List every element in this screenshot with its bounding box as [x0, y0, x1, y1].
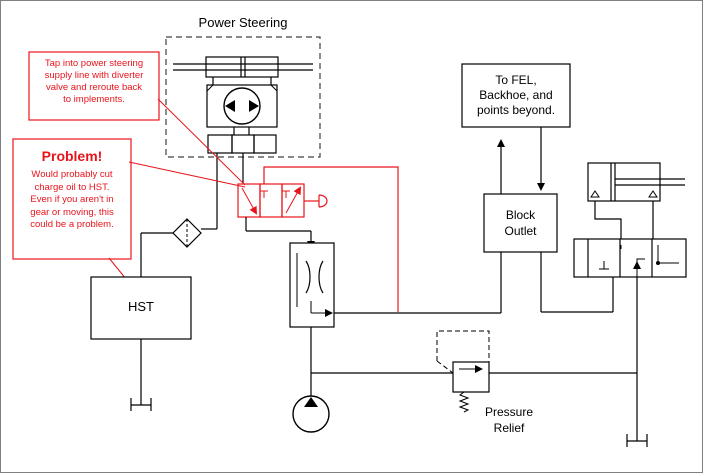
- fel-line: To FEL,: [495, 73, 537, 87]
- filter: [172, 218, 202, 248]
- fel-line: Backhoe, and: [479, 88, 553, 102]
- steering-motor: [206, 84, 278, 125]
- fel-box: [461, 63, 571, 128]
- problem-note-box: [12, 138, 132, 260]
- hst-tank: [130, 398, 152, 411]
- tap-note-text: Tap into power steering supply line with…: [30, 58, 158, 106]
- tap-note-line: to implements.: [63, 94, 125, 105]
- problem-line: Would probably cut: [31, 169, 113, 180]
- hst-label: HST: [128, 299, 154, 314]
- block-outlet-label: Block Outlet: [485, 207, 556, 239]
- problem-text: Would probably cut charge oil to HST. Ev…: [14, 169, 130, 232]
- tap-note-line: Tap into power steering: [44, 58, 144, 69]
- pressure-relief-line: Relief: [493, 421, 525, 435]
- hst-box: [90, 276, 192, 340]
- fel-label: To FEL, Backhoe, and points beyond.: [463, 73, 569, 118]
- steering-cylinder: [173, 56, 313, 128]
- flow-control-valve: [289, 242, 335, 328]
- diverter-valve: [237, 183, 328, 218]
- pressure-relief-label: Pressure Relief: [471, 404, 547, 436]
- block-outlet-box: [483, 193, 558, 253]
- tap-note-line: valve and reroute back: [45, 82, 143, 93]
- problem-line: Even if you aren't in: [30, 194, 114, 205]
- pump: [292, 395, 330, 433]
- implement-tank: [626, 434, 648, 447]
- problem-line: charge oil to HST.: [34, 181, 110, 193]
- block-outlet-line: Outlet: [504, 224, 537, 238]
- power-steering-title: Power Steering: [198, 15, 288, 30]
- pressure-relief-line: Pressure: [484, 405, 534, 419]
- block-outlet-line: Block: [505, 208, 536, 222]
- problem-title: Problem!: [41, 148, 103, 164]
- fel-line: points beyond.: [476, 103, 556, 117]
- steering-control-block: [207, 127, 277, 154]
- problem-line: could be a problem.: [30, 219, 114, 230]
- pressure-relief-valve: [436, 330, 490, 413]
- implement-control-valve: [573, 238, 687, 278]
- implement-cylinder: [587, 162, 685, 239]
- tap-note-line: supply line with diverter: [44, 70, 144, 81]
- tap-note-box: [28, 51, 160, 121]
- problem-line: gear or moving, this: [30, 206, 114, 218]
